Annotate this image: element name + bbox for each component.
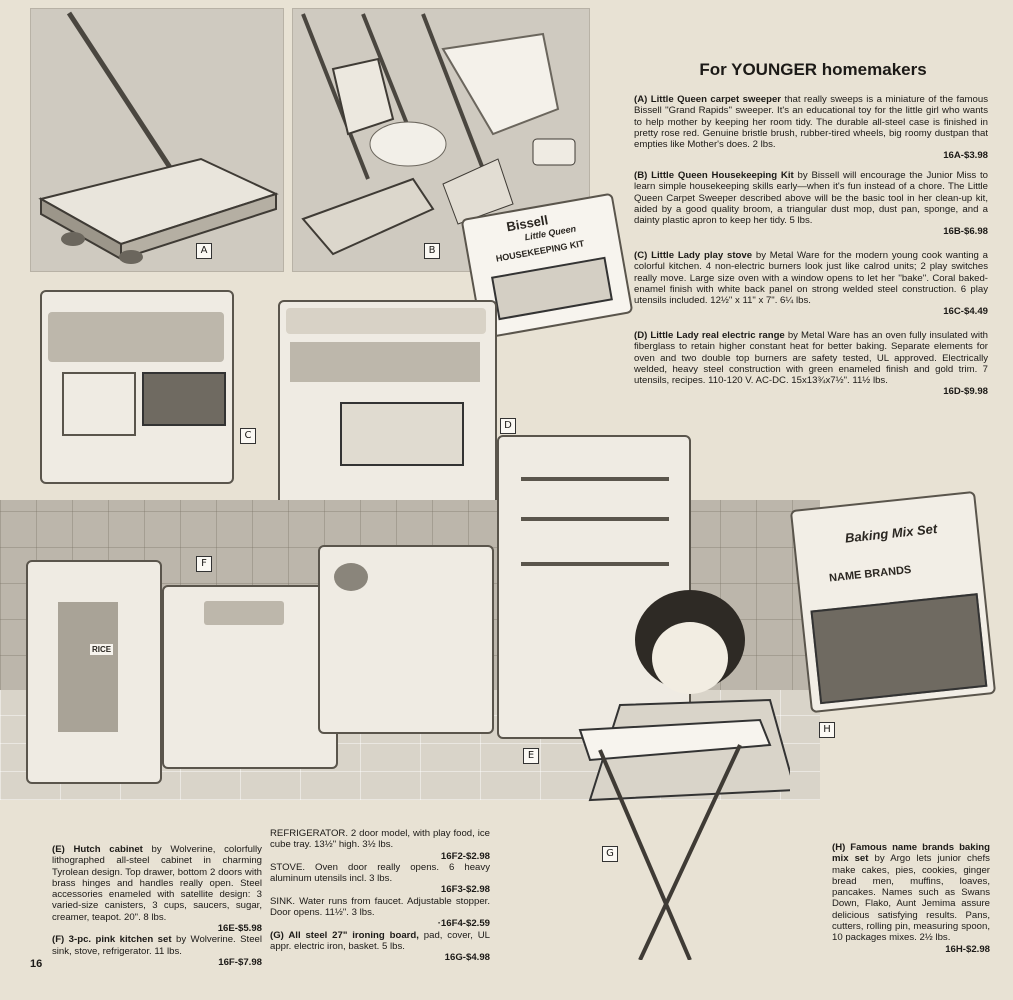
item-h-body: by Argo lets junior chefs make cakes, pi… (832, 853, 990, 944)
toy-stove (318, 545, 494, 734)
page-heading: For YOUNGER homemakers (699, 60, 927, 79)
tag-d: D (500, 418, 516, 434)
housekeeping-kit-illustration (301, 13, 576, 256)
kit-box-tray (491, 256, 613, 321)
sink-description: SINK. Water runs from faucet. Adjustable… (270, 895, 490, 919)
electric-range-oven-door (340, 402, 464, 466)
stove-description: STOVE. Oven door really opens. 6 heavy a… (270, 861, 490, 885)
tag-a: A (196, 243, 212, 259)
play-stove-door (62, 372, 136, 436)
item-f-body: by Wolverine. Steel sink, stove, refrige… (52, 934, 263, 957)
baking-box-brands: NAME BRANDS (828, 563, 912, 585)
item-g-body: pad, cover, UL appr. electric iron, bask… (270, 929, 491, 952)
item-c-description: (C) Little Lady play stove by Metal Ware… (634, 250, 988, 318)
item-e-title: (E) Hutch cabinet (52, 844, 143, 855)
item-a-description: (A) Little Queen carpet sweeper that rea… (634, 94, 988, 162)
item-c-price: 16C-$4.49 (943, 306, 988, 318)
stove-price: 16F3-$2.98 (440, 884, 490, 896)
item-g-title: (G) All steel 27" ironing board, (270, 929, 419, 941)
hutch-shelf-3 (521, 562, 669, 566)
item-h-description: (H) Famous name brands baking mix set by… (832, 842, 990, 955)
tag-b: B (424, 243, 440, 259)
play-stove-oven-window (142, 372, 226, 426)
page-number: 16 (30, 958, 43, 970)
electric-range-burners (290, 342, 480, 382)
item-b-price: 16B-$6.98 (943, 226, 988, 238)
item-b-description: (B) Little Queen Housekeeping Kit by Bis… (634, 170, 988, 238)
girl-ironing-illustration (578, 590, 790, 960)
refrigerator-rice-box: RICE (90, 644, 114, 655)
kit-box-name: HOUSEKEEPING KIT (495, 238, 585, 264)
item-g-price: 16G-$4.98 (444, 952, 490, 964)
item-f-title: (F) 3-pc. pink kitchen set (52, 934, 172, 946)
hutch-shelf-1 (521, 477, 669, 481)
baking-box-tray (810, 593, 988, 705)
refrigerator-description: REFRIGERATOR. 2 door model, with play fo… (270, 828, 490, 851)
tag-c: C (240, 428, 256, 444)
baking-mix-box: Baking Mix Set NAME BRANDS (789, 490, 997, 714)
play-stove-cooktop (48, 312, 224, 362)
item-h-price: 16H-$2.98 (945, 943, 990, 955)
sink-basin (204, 601, 284, 625)
item-e-description: (E) Hutch cabinet by Wolverine, colorful… (52, 844, 262, 968)
baking-box-title: Baking Mix Set (844, 521, 938, 546)
toy-stove-kettle (334, 563, 368, 591)
item-a-title: (A) Little Queen carpet sweeper (634, 94, 782, 105)
electric-range-backsplash (286, 308, 486, 334)
item-h-title: (H) Famous name brands baking mix set (832, 842, 990, 865)
hutch-cabinet (497, 435, 691, 739)
item-d-price: 16D-$9.98 (943, 386, 988, 398)
item-b-title: (B) Little Queen Housekeeping Kit (634, 170, 794, 181)
refrigerator-inside (58, 602, 118, 732)
item-d-title: (D) Little Lady real electric range (634, 330, 785, 341)
toy-refrigerator: RICE (26, 560, 162, 784)
tag-g: G (602, 846, 618, 862)
item-c-body: by Metal Ware for the modern young cook … (634, 250, 989, 307)
item-e-price: 16E-$5.98 (217, 923, 262, 935)
item-a-body: that really sweeps is a miniature of the… (634, 94, 988, 151)
item-a-price: 16A-$3.98 (943, 150, 988, 162)
electric-range (278, 300, 497, 529)
tag-e: E (523, 748, 539, 764)
hutch-shelf-2 (521, 517, 669, 521)
toy-sink (162, 585, 338, 769)
item-d-body: by Metal Ware has an oven fully insulate… (634, 330, 988, 387)
tag-f: F (196, 556, 212, 572)
refrigerator-price: 16F2-$2.98 (440, 850, 490, 862)
item-c-title: (C) Little Lady play stove (634, 250, 753, 261)
carpet-sweeper-illustration (38, 11, 279, 264)
sink-price: ·16F4-$2.59 (437, 918, 490, 930)
item-d-description: (D) Little Lady real electric range by M… (634, 330, 988, 398)
item-e-body: by Wolverine, colorfully lithographed al… (52, 844, 262, 923)
play-stove (40, 290, 234, 484)
item-f-details: REFRIGERATOR. 2 door model, with play fo… (270, 828, 490, 964)
item-f-price: 16F-$7.98 (218, 956, 262, 968)
item-b-body: by Bissell will encourage the Junior Mis… (634, 170, 988, 227)
tag-h: H (819, 722, 835, 738)
photo-carpet-sweeper (30, 8, 284, 272)
